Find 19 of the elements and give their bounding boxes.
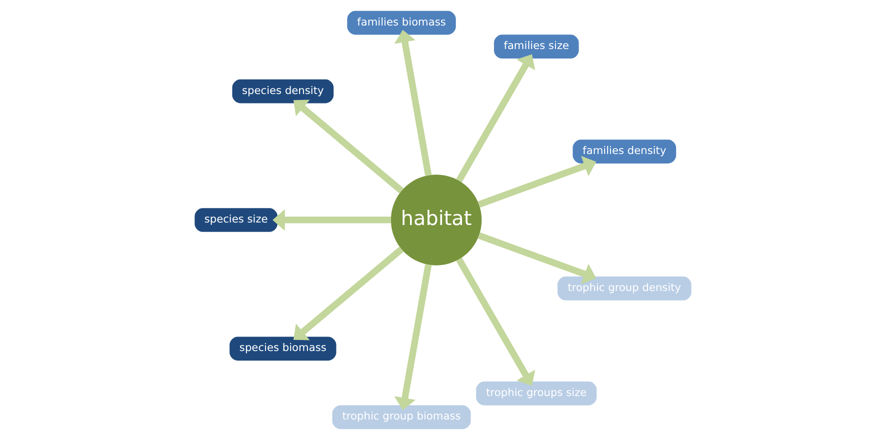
node-box: trophic group biomass	[332, 405, 471, 430]
node-box: families biomass	[347, 10, 456, 35]
node-circle: habitat	[390, 174, 482, 266]
arrow	[456, 258, 536, 386]
arrow	[293, 100, 404, 194]
arrow	[478, 232, 596, 284]
arrow	[478, 156, 596, 208]
arrow	[394, 264, 432, 410]
arrow	[394, 30, 432, 176]
node-box: trophic group density	[557, 276, 692, 300]
arrow	[293, 246, 404, 340]
node-box: families density	[572, 140, 676, 164]
arrow	[272, 209, 391, 231]
node-box: species biomass	[230, 336, 336, 361]
arrow	[456, 54, 536, 182]
node-box: trophic groups size	[476, 381, 597, 406]
node-box: species size	[194, 208, 278, 232]
node-box: species density	[232, 79, 334, 104]
node-box: families size	[494, 34, 579, 59]
